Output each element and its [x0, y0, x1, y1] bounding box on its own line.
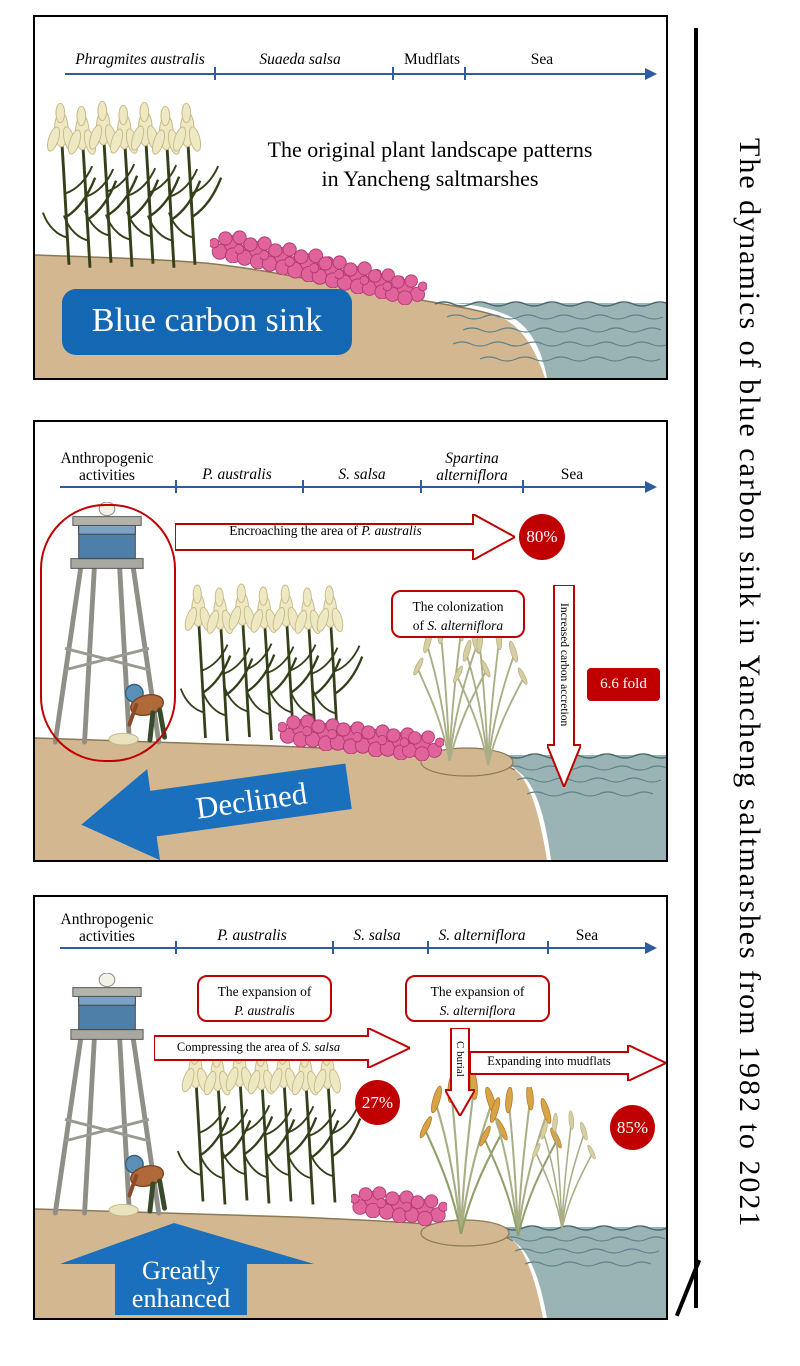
- axis-label-p-australis: P. australis: [202, 466, 272, 483]
- expanding-mudflats-label: Expanding into mudflats: [487, 1054, 611, 1068]
- panel-enhanced-period: Anthropogenic activities P. australis S.…: [33, 895, 668, 1320]
- figure-title-vertical: The dynamics of blue carbon sink in Yanc…: [733, 137, 766, 1229]
- axis-label-s-salsa: S. salsa: [338, 466, 386, 483]
- c-burial-arrow: [445, 1028, 475, 1116]
- title-separator-line: [694, 28, 698, 1308]
- axis-label-suaeda: Suaeda salsa: [259, 51, 341, 68]
- encroaching-arrow: [175, 514, 515, 560]
- reed-plants: [176, 1043, 362, 1207]
- expansion-p-australis-box: The expansion of P. australis: [197, 975, 332, 1022]
- compressing-arrow: [154, 1028, 410, 1068]
- axis-tick: [464, 67, 466, 80]
- axis-tick: [392, 67, 394, 80]
- axis-tick: [420, 480, 422, 493]
- shore-mound: [420, 1219, 510, 1247]
- axis-tick: [175, 480, 177, 493]
- reed-plants: [41, 100, 223, 270]
- sea-shape: [489, 753, 666, 860]
- enhanced-block-arrow: [60, 1223, 314, 1315]
- blue-carbon-sink-badge: Blue carbon sink: [62, 289, 352, 355]
- carbon-accretion-arrow: [547, 585, 581, 787]
- axis-tick: [175, 941, 177, 954]
- axis-arrowhead-icon: [645, 481, 657, 493]
- tower-highlight-ring: [40, 504, 176, 762]
- axis-label-anthropogenic: Anthropogenic activities: [60, 911, 154, 945]
- enhanced-label: Greatly enhanced: [131, 1256, 231, 1313]
- axis-label-anthropogenic: Anthropogenic activities: [60, 450, 154, 484]
- axis-label-phragmites: Phragmites australis: [75, 51, 205, 68]
- pct-85-badge: 85%: [610, 1105, 655, 1150]
- axis-tick: [302, 480, 304, 493]
- caption-line2: in Yancheng saltmarshes: [321, 166, 539, 191]
- caption-line1: The original plant landscape patterns: [267, 137, 593, 162]
- pct-27-badge: 27%: [355, 1080, 400, 1125]
- axis-arrowhead-icon: [645, 942, 657, 954]
- axis-label-s-salsa: S. salsa: [353, 927, 401, 944]
- axis-label-p-australis: P. australis: [217, 927, 287, 944]
- colonization-box: The colonization of S. alterniflora: [391, 590, 525, 638]
- sea-shape: [434, 301, 666, 378]
- encroaching-arrow-label: Encroaching the area of P. australis: [229, 523, 422, 538]
- panel-declined-period: Anthropogenic activities P. australis S.…: [33, 420, 668, 862]
- axis-label-spartina: Spartina alterniflora: [436, 450, 508, 484]
- pct-80-badge: 80%: [519, 514, 565, 560]
- fold-increase-badge: 6.6 fold: [587, 668, 660, 701]
- expansion-s-alterniflora-box: The expansion of S. alterniflora: [405, 975, 550, 1022]
- zonation-axis: [65, 73, 645, 75]
- panel-original-landscape: Phragmites australis Suaeda salsa Mudfla…: [33, 15, 668, 380]
- reed-plants: [179, 582, 364, 743]
- watchtower-illustration: [55, 973, 165, 1216]
- panel1-caption: The original plant landscape patterns in…: [230, 135, 630, 193]
- axis-arrowhead-icon: [645, 68, 657, 80]
- c-burial-label: C burial: [454, 1041, 466, 1077]
- compressing-arrow-label: Compressing the area of S. salsa: [176, 1040, 341, 1054]
- axis-label-sea: Sea: [560, 466, 584, 483]
- axis-tick: [332, 941, 334, 954]
- zonation-axis: [60, 947, 645, 949]
- zonation-axis: [60, 486, 645, 488]
- axis-tick: [547, 941, 549, 954]
- axis-label-sea: Sea: [530, 51, 554, 68]
- axis-label-s-alterniflora: S. alterniflora: [438, 927, 526, 944]
- panel2-scenery: [35, 422, 666, 860]
- expanding-mudflats-arrow: [470, 1045, 666, 1081]
- axis-label-sea: Sea: [575, 927, 599, 944]
- axis-label-mudflats: Mudflats: [404, 51, 460, 68]
- declined-block-arrow: [81, 763, 352, 860]
- carbon-accretion-label: Increased carbon accretion: [558, 603, 570, 727]
- axis-tick: [214, 67, 216, 80]
- panel3-scenery: [35, 897, 666, 1318]
- axis-tick: [427, 941, 429, 954]
- axis-tick: [522, 480, 524, 493]
